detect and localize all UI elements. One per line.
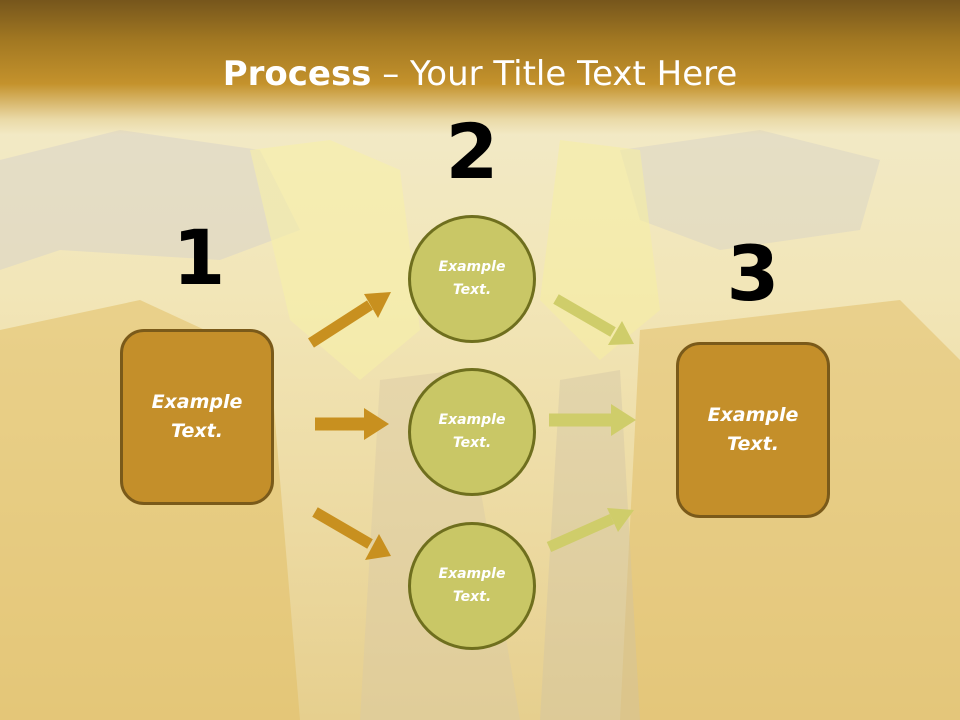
title-rest: – Your Title Text Here	[371, 54, 738, 94]
arrow-to-circle-middle	[315, 408, 389, 440]
arrow-to-circle-top	[308, 292, 391, 348]
arrow-from-circle-middle	[549, 404, 636, 436]
step-1-box: Example Text.	[120, 329, 274, 505]
circle-middle-text: Example Text.	[438, 412, 506, 451]
step-1-number: 1	[172, 213, 226, 302]
step-2-number: 2	[445, 107, 499, 196]
arrow-from-circle-bottom	[546, 508, 634, 553]
slide-title: Process – Your Title Text Here	[0, 50, 960, 98]
step-2-circle-middle: Example Text.	[408, 368, 536, 496]
title-bold: Process	[222, 54, 372, 94]
step-3-box: Example Text.	[676, 342, 830, 518]
circle-bottom-text: Example Text.	[438, 566, 506, 605]
step-2-circle-top: Example Text.	[408, 215, 536, 343]
circle-top-text: Example Text.	[438, 259, 506, 298]
step-3-number: 3	[726, 229, 780, 318]
step-3-box-text: Example Text.	[707, 404, 799, 455]
arrow-from-circle-top	[553, 294, 634, 345]
step-2-circle-bottom: Example Text.	[408, 522, 536, 650]
title-bar	[0, 0, 960, 135]
step-1-box-text: Example Text.	[151, 391, 243, 442]
arrow-to-circle-bottom	[312, 507, 391, 560]
